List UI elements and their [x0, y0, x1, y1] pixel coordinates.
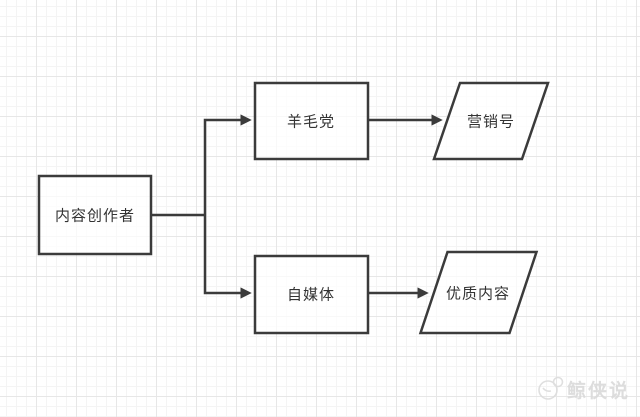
edge-creator-to-freeloader	[203, 114, 252, 215]
freeloader-rectangle	[253, 81, 370, 161]
watermark-label: 鲸侠说	[567, 379, 630, 402]
nodes: 内容创作者 羊毛党 营销号 自媒体 优质内容	[37, 81, 550, 335]
quality-content-label: 优质内容	[446, 285, 510, 303]
node-quality-content: 优质内容	[418, 250, 539, 335]
self-media-rectangle	[253, 254, 370, 335]
marketing-account-parallelogram	[432, 81, 550, 161]
connectors	[151, 114, 443, 299]
node-freeloader: 羊毛党	[253, 81, 370, 161]
content-creator-rectangle	[37, 174, 153, 256]
marketing-account-label: 营销号	[467, 113, 515, 131]
self-media-label: 自媒体	[287, 286, 335, 304]
watermark: 鲸侠说	[538, 376, 630, 402]
content-creator-label: 内容创作者	[55, 207, 135, 225]
node-self-media: 自媒体	[253, 254, 370, 335]
node-content-creator: 内容创作者	[37, 174, 153, 256]
edge-creator-to-selfmedia	[203, 215, 252, 299]
node-marketing-account: 营销号	[432, 81, 550, 161]
whale-logo-icon	[538, 376, 564, 400]
quality-content-parallelogram	[418, 250, 539, 335]
freeloader-label: 羊毛党	[287, 113, 335, 131]
